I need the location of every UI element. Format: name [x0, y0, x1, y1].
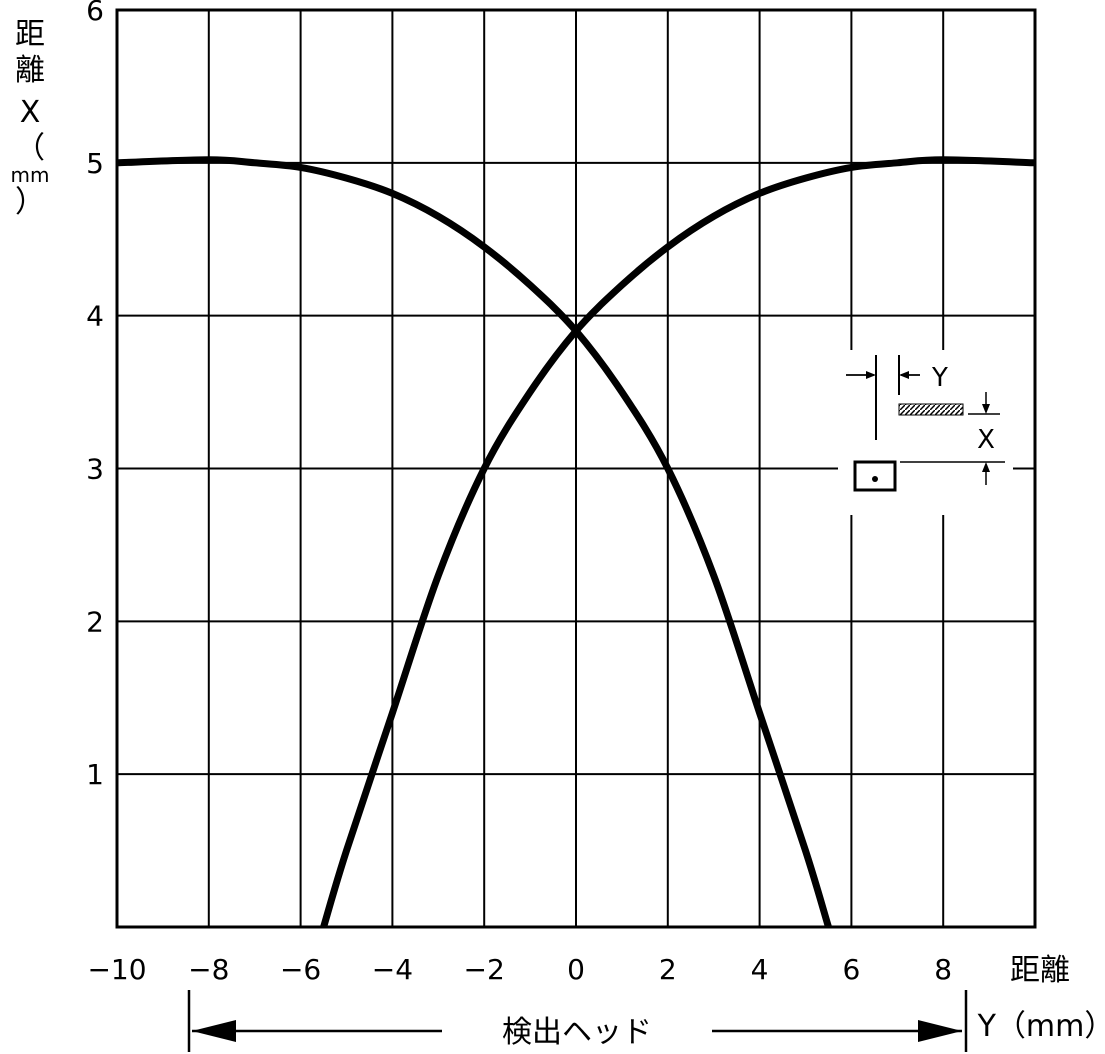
inset-y-label: Y [931, 363, 948, 393]
series-layer [116, 156, 1036, 929]
series-line [116, 156, 832, 929]
y-axis-label-part: 距 [15, 17, 45, 52]
detection-head-annotation: 検出ヘッド [187, 990, 968, 1052]
arrowhead-icon [982, 404, 990, 414]
series-line [320, 156, 1036, 929]
x-tick-label: −10 [87, 953, 146, 986]
right-arrowhead-icon [918, 1020, 962, 1042]
y-tick-label: 2 [86, 605, 104, 638]
x-tick-label: −2 [464, 953, 505, 986]
y-tick-labels: 1 2 3 4 5 6 [86, 0, 104, 791]
plot-frame [115, 8, 1037, 929]
y-tick-label: 1 [86, 758, 104, 791]
x-axis-label: 距離 Y（mm） [977, 953, 1105, 1044]
arrowhead-icon [866, 371, 876, 379]
x-tick-label: 2 [659, 953, 677, 986]
y-tick-label: 5 [86, 147, 104, 180]
x-tick-labels: −10 −8 −6 −4 −2 0 2 4 6 8 [87, 953, 952, 986]
x-tick-label: 8 [934, 953, 952, 986]
y-axis-label-part: ） [15, 185, 45, 220]
detection-head-label: 検出ヘッド [502, 1015, 652, 1050]
x-axis-label-part: Y（mm） [977, 1009, 1105, 1044]
x-tick-label: −8 [188, 953, 229, 986]
inset-x-label: X [977, 425, 995, 455]
x-tick-label: 0 [567, 953, 585, 986]
y-axis-label: 距 離 X （ mm ） [11, 17, 50, 220]
arrowhead-icon [982, 462, 990, 472]
y-tick-label: 6 [86, 0, 104, 27]
left-arrowhead-icon [192, 1020, 236, 1042]
x-axis-label-part: 距離 [1010, 953, 1070, 988]
x-tick-label: −6 [280, 953, 321, 986]
arrowhead-icon [899, 371, 909, 379]
y-tick-label: 3 [86, 453, 104, 486]
y-axis-label-part: （ [15, 131, 45, 166]
y-axis-label-part: mm [11, 163, 50, 187]
inset-target-plate [898, 403, 964, 416]
y-axis-label-part: X [20, 95, 41, 130]
inset-sensor-dot-icon [872, 476, 878, 482]
x-tick-label: 4 [751, 953, 769, 986]
x-tick-label: −4 [372, 953, 413, 986]
y-tick-label: 4 [86, 300, 104, 333]
y-axis-label-part: 離 [15, 53, 45, 88]
measurement-inset-diagram: Y X [838, 350, 1013, 515]
x-tick-label: 6 [842, 953, 860, 986]
